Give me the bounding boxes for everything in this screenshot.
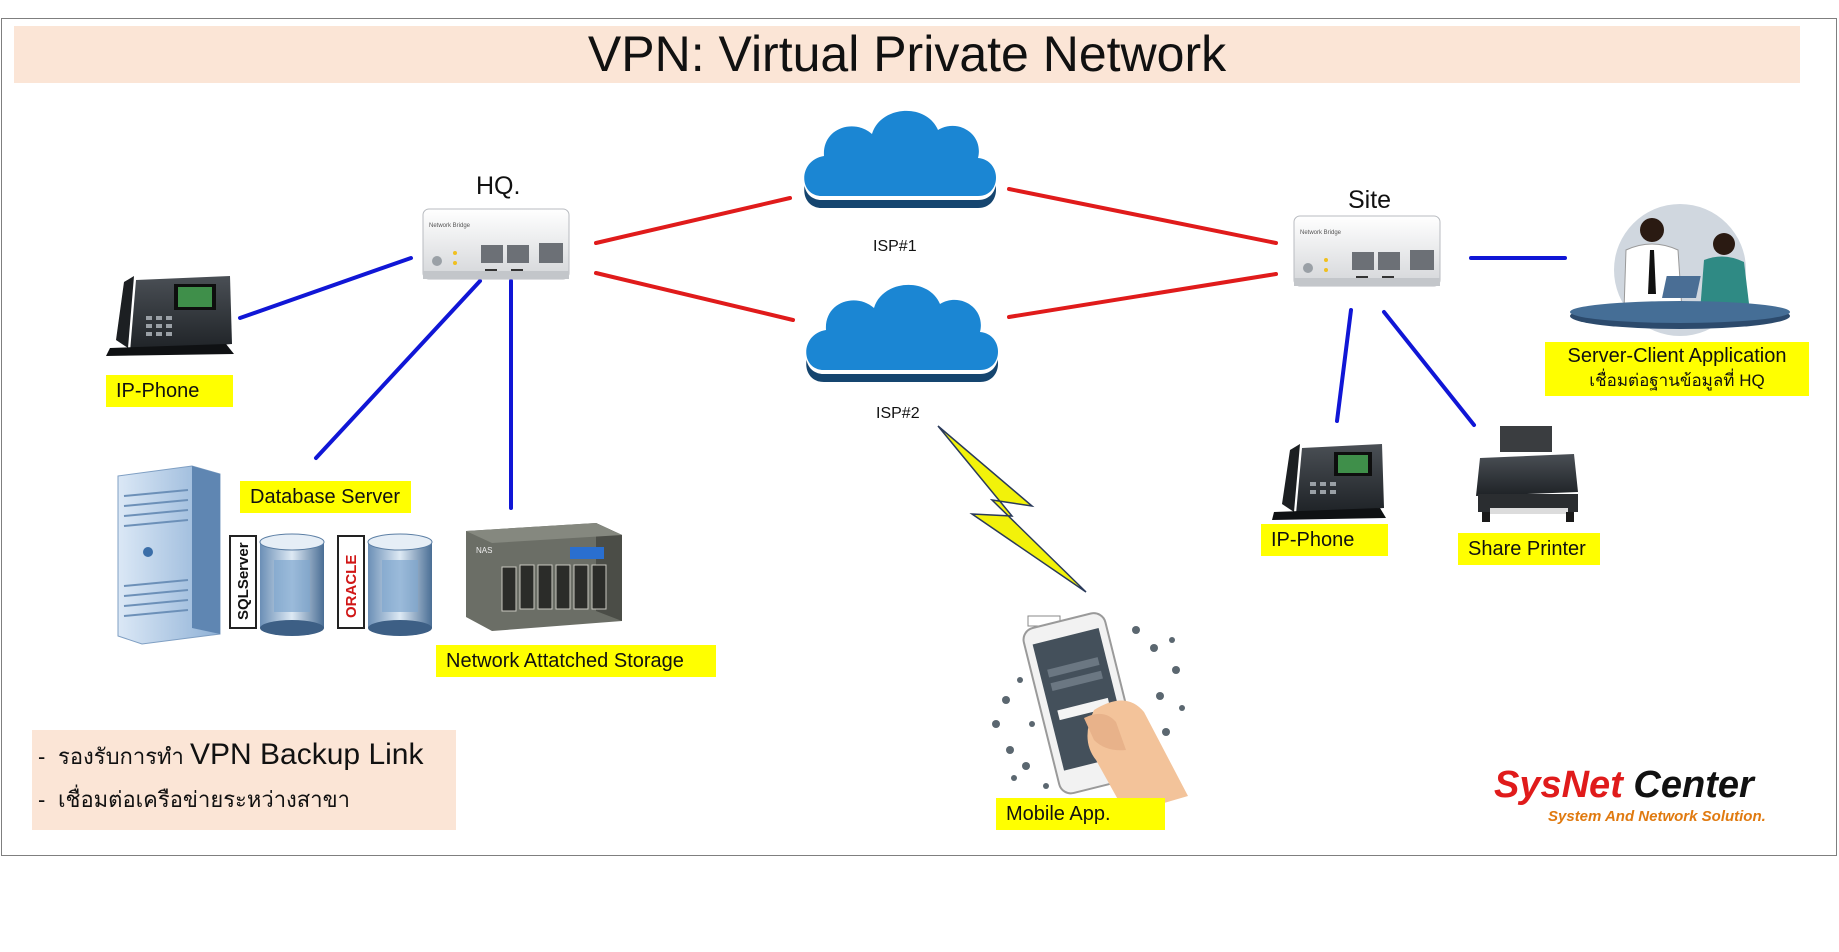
- database-server-label: Database Server: [240, 481, 411, 513]
- cloud-isp2-icon: [806, 284, 998, 382]
- site-bridge-icon: Network Bridge: [1293, 215, 1441, 287]
- note-backup-emphasis: VPN Backup Link: [190, 738, 424, 771]
- sysnet-logo: SysNet Center System And Network Solutio…: [1494, 764, 1804, 830]
- notes-box: -รองรับการทำ VPN Backup Link -เชื่อมต่อเ…: [32, 730, 456, 830]
- hq-bridge-icon: Network Bridge: [422, 208, 570, 280]
- link-site-phone: [1335, 308, 1353, 423]
- ip-phone-site-icon: [1272, 444, 1386, 520]
- title-bar: VPN: Virtual Private Network: [14, 26, 1800, 83]
- note-bullet: -: [38, 744, 46, 769]
- oracle-database-icon: ORACLE: [337, 533, 433, 636]
- svg-text:Network Bridge: Network Bridge: [1300, 230, 1342, 236]
- server-client-label: Server-Client Application เชื่อมต่อฐานข้…: [1545, 342, 1809, 396]
- ip-phone-hq-icon: [106, 276, 234, 356]
- note-branch-text: เชื่อมต่อเครือข่ายระหว่างสาขา: [58, 787, 350, 812]
- isp1-label: ISP#1: [873, 238, 917, 255]
- note-bullet: -: [38, 787, 46, 812]
- svg-text:SQLServer: SQLServer: [235, 542, 252, 620]
- wan-links: [594, 187, 1278, 322]
- link-isp2-site: [1007, 272, 1278, 319]
- link-site-printer: [1382, 310, 1476, 427]
- hq-label: HQ.: [476, 172, 521, 200]
- server-client-subtitle: เชื่อมต่อฐานข้อมูลที่ HQ: [1589, 371, 1765, 390]
- sqlserver-database-icon: SQLServer: [229, 533, 325, 636]
- isp2-label: ISP#2: [876, 405, 920, 422]
- ip-phone-hq-label: IP-Phone: [106, 375, 233, 407]
- wireless-bolt-icon: [937, 425, 1087, 593]
- nas-icon: NAS: [466, 523, 622, 631]
- logo-word-center: Center: [1633, 764, 1754, 806]
- link-hq-isp1: [594, 196, 792, 245]
- page-title: VPN: Virtual Private Network: [587, 26, 1227, 82]
- mobile-app-label: Mobile App.: [996, 798, 1165, 830]
- logo-wordmark: SysNet Center: [1494, 764, 1754, 807]
- ip-phone-site-label: IP-Phone: [1261, 524, 1388, 556]
- printer-icon: [1476, 426, 1578, 522]
- svg-text:NAS: NAS: [476, 546, 492, 555]
- site-label: Site: [1348, 186, 1392, 214]
- server-tower-icon: [117, 465, 221, 645]
- svg-text:Network Bridge: Network Bridge: [429, 223, 471, 229]
- logo-tagline: System And Network Solution.: [1548, 808, 1766, 825]
- diagram-frame: [1, 18, 1837, 856]
- link-hq-dbserver: [314, 279, 482, 460]
- people-at-table-icon: [1570, 204, 1790, 336]
- cloud-isp1-icon: [804, 110, 996, 208]
- svg-text:ORACLE: ORACLE: [343, 555, 360, 618]
- nas-label: Network Attatched Storage: [436, 645, 716, 677]
- mobile-hand-icon: [992, 612, 1188, 814]
- server-client-title: Server-Client Application: [1567, 345, 1787, 367]
- lan-links: [238, 256, 1567, 510]
- note-backup-link: -รองรับการทำ VPN Backup Link: [38, 738, 423, 774]
- link-hq-phone: [238, 256, 413, 320]
- link-isp1-site: [1007, 187, 1278, 245]
- share-printer-label: Share Printer: [1458, 533, 1600, 565]
- note-backup-prefix: รองรับการทำ: [58, 744, 184, 769]
- note-branch-network: -เชื่อมต่อเครือข่ายระหว่างสาขา: [38, 782, 350, 817]
- logo-word-sysnet: SysNet: [1494, 764, 1623, 806]
- link-hq-isp2: [594, 271, 795, 322]
